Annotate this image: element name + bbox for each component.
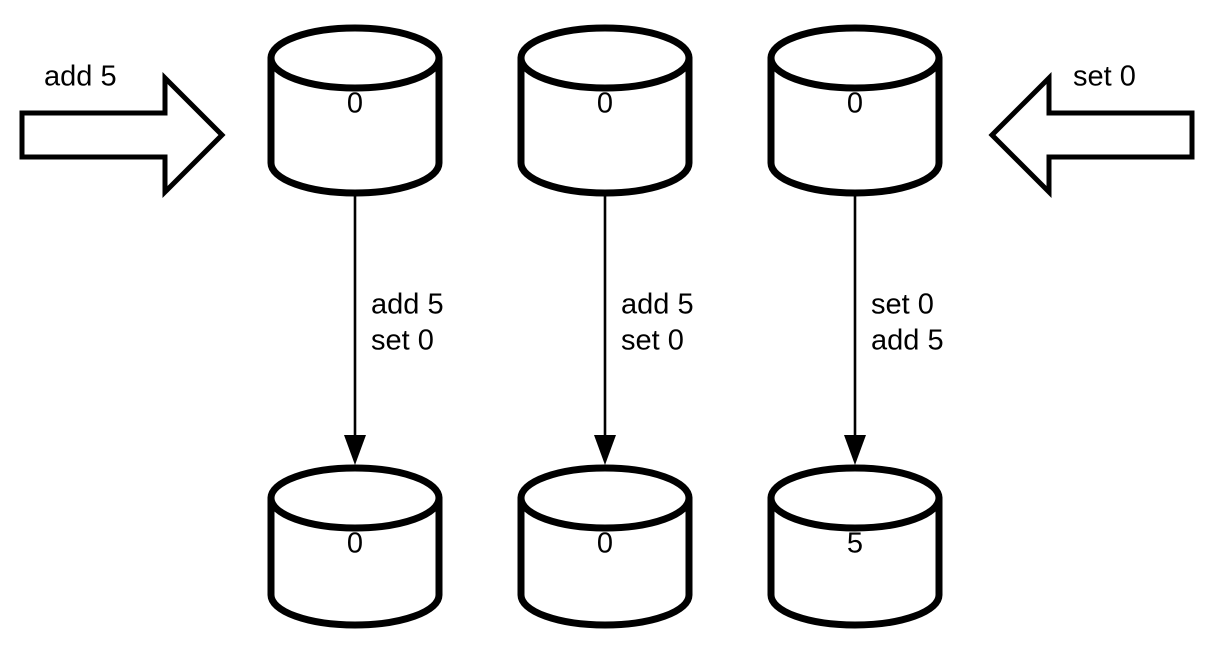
cylinder-body-icon xyxy=(267,54,443,197)
arrow-left-icon xyxy=(988,71,1195,199)
operation-label-1-1: set 0 xyxy=(371,325,434,357)
operation-label-3-1: add 5 xyxy=(871,325,944,357)
edge-arrowhead-2 xyxy=(594,435,616,465)
client-request-left-label: add 5 xyxy=(44,61,117,93)
database-value-bottom-2: 0 xyxy=(597,528,613,560)
cylinder-top-ellipse-icon xyxy=(517,464,693,532)
operation-edge-3 xyxy=(844,193,866,465)
cylinder-top-ellipse-icon xyxy=(767,24,943,92)
cylinder-body-icon xyxy=(767,54,943,197)
cylinder-top-ellipse-icon xyxy=(267,24,443,92)
database-value-top-2: 0 xyxy=(597,88,613,120)
database-value-bottom-1: 0 xyxy=(347,528,363,560)
cylinder-top-ellipse-icon xyxy=(267,464,443,532)
database-value-top-1: 0 xyxy=(347,88,363,120)
database-cylinder-bottom-2[interactable]: 0 xyxy=(517,464,693,629)
cylinder-body-icon xyxy=(517,494,693,629)
operation-label-1-0: add 5 xyxy=(371,289,444,321)
operation-label-2-1: set 0 xyxy=(621,325,684,357)
client-request-right[interactable]: set 0 xyxy=(988,61,1195,199)
replica-column-1: 0 add 5 set 0 0 xyxy=(267,24,444,629)
edge-arrowhead-3 xyxy=(844,435,866,465)
cylinder-body-icon xyxy=(267,494,443,629)
cylinder-top-ellipse-icon xyxy=(767,464,943,532)
operation-edge-1 xyxy=(344,193,366,465)
replica-column-2: 0 add 5 set 0 0 xyxy=(517,24,694,629)
database-cylinder-top-1[interactable]: 0 xyxy=(267,24,443,197)
arrow-right-icon xyxy=(19,71,226,199)
database-cylinder-top-2[interactable]: 0 xyxy=(517,24,693,197)
cylinder-body-icon xyxy=(767,494,943,629)
database-value-bottom-3: 5 xyxy=(847,528,863,560)
replica-column-3: 0 set 0 add 5 5 xyxy=(767,24,944,629)
cylinder-body-icon xyxy=(517,54,693,197)
database-cylinder-bottom-1[interactable]: 0 xyxy=(267,464,443,629)
operation-label-2-0: add 5 xyxy=(621,289,694,321)
client-request-left[interactable]: add 5 xyxy=(19,61,226,199)
operation-edge-2 xyxy=(594,193,616,465)
client-request-right-label: set 0 xyxy=(1073,61,1136,93)
database-value-top-3: 0 xyxy=(847,88,863,120)
cylinder-top-ellipse-icon xyxy=(517,24,693,92)
operation-label-3-0: set 0 xyxy=(871,289,934,321)
edge-arrowhead-1 xyxy=(344,435,366,465)
database-cylinder-bottom-3[interactable]: 5 xyxy=(767,464,943,629)
database-cylinder-top-3[interactable]: 0 xyxy=(767,24,943,197)
